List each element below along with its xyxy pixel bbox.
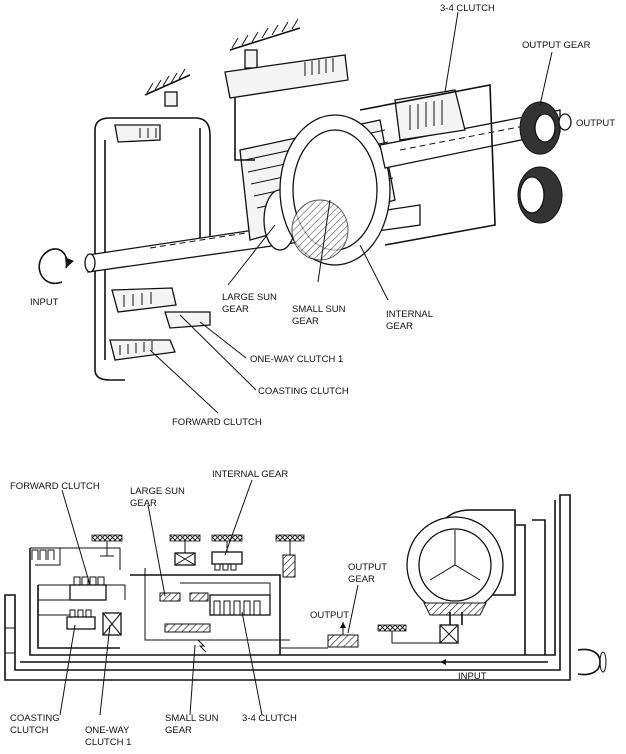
schematic-coasting-clutch xyxy=(66,609,96,630)
label-sch-one-way-clutch-1-b: CLUTCH 1 xyxy=(85,737,131,748)
label-sch-large-sun-gear-2: GEAR xyxy=(130,498,157,509)
label-sch-input: INPUT xyxy=(458,671,487,682)
label-sch-coasting-clutch-1: COASTING xyxy=(10,713,60,724)
input-rotation-arrow xyxy=(38,248,75,285)
coasting-clutch-pack xyxy=(111,287,177,313)
schematic-output-gear xyxy=(280,622,359,649)
label-top-internal-gear-1: INTERNAL xyxy=(386,309,433,320)
output-gear xyxy=(519,101,572,155)
ground-brake-3 xyxy=(211,534,243,571)
label-sch-small-sun-gear-2: GEAR xyxy=(165,725,192,736)
upper-left-clutch xyxy=(114,124,161,143)
label-top-small-sun-gear-2: GEAR xyxy=(292,316,319,327)
ground-brake-1 xyxy=(91,534,123,557)
idler-gear xyxy=(517,166,563,224)
label-top-forward-clutch: FORWARD CLUTCH xyxy=(172,417,262,428)
differential xyxy=(406,509,546,655)
label-sch-34-clutch: 3-4 CLUTCH xyxy=(242,713,297,724)
schematic-diagram xyxy=(4,479,607,716)
label-top-output: OUTPUT xyxy=(576,118,615,129)
label-sch-internal-gear: INTERNAL GEAR xyxy=(212,469,288,480)
schematic-one-way-clutch-1 xyxy=(102,612,122,636)
label-top-internal-gear-2: GEAR xyxy=(386,321,413,332)
label-sch-forward-clutch: FORWARD CLUTCH xyxy=(10,481,100,492)
label-sch-coasting-clutch-2: CLUTCH xyxy=(10,725,49,736)
cutaway-illustration xyxy=(38,11,572,414)
ground-brake-2 xyxy=(169,534,201,566)
ground-brake-5 xyxy=(377,624,459,644)
label-sch-small-sun-gear-1: SMALL SUN xyxy=(165,713,219,724)
one-way-clutch-1 xyxy=(164,311,211,329)
label-top-large-sun-gear-2: GEAR xyxy=(222,304,249,315)
housing-ground-1 xyxy=(144,68,191,107)
schematic-left-small-clutch xyxy=(31,549,55,560)
forward-coasting-drum xyxy=(29,500,556,656)
ground-brake-4 xyxy=(275,534,305,578)
clutch-34-pack xyxy=(359,84,496,246)
internal-gear-ring xyxy=(279,114,391,266)
upper-clutch-pack xyxy=(224,54,349,161)
label-sch-output-gear-1: OUTPUT xyxy=(348,562,387,573)
label-sch-output: OUTPUT xyxy=(310,610,349,621)
schematic-planetary xyxy=(130,568,290,655)
label-top-output-gear: OUTPUT GEAR xyxy=(522,40,591,51)
label-sch-output-gear-2: GEAR xyxy=(348,574,375,585)
schematic-forward-clutch xyxy=(69,576,107,601)
label-top-coasting-clutch: COASTING CLUTCH xyxy=(258,386,349,397)
label-top-34-clutch: 3-4 CLUTCH xyxy=(440,3,495,14)
label-top-large-sun-gear-1: LARGE SUN xyxy=(222,292,277,303)
label-top-input: INPUT xyxy=(30,297,59,308)
left-frame xyxy=(94,117,211,381)
label-sch-one-way-clutch-1-a: ONE-WAY xyxy=(85,725,130,736)
label-top-one-way-clutch-1: ONE-WAY CLUTCH 1 xyxy=(250,354,343,365)
housing-ground-2 xyxy=(229,18,301,69)
input-shaft-schematic xyxy=(20,648,607,676)
label-sch-large-sun-gear-1: LARGE SUN xyxy=(130,486,185,497)
forward-clutch-pack xyxy=(109,339,176,361)
label-top-small-sun-gear-1: SMALL SUN xyxy=(292,304,346,315)
